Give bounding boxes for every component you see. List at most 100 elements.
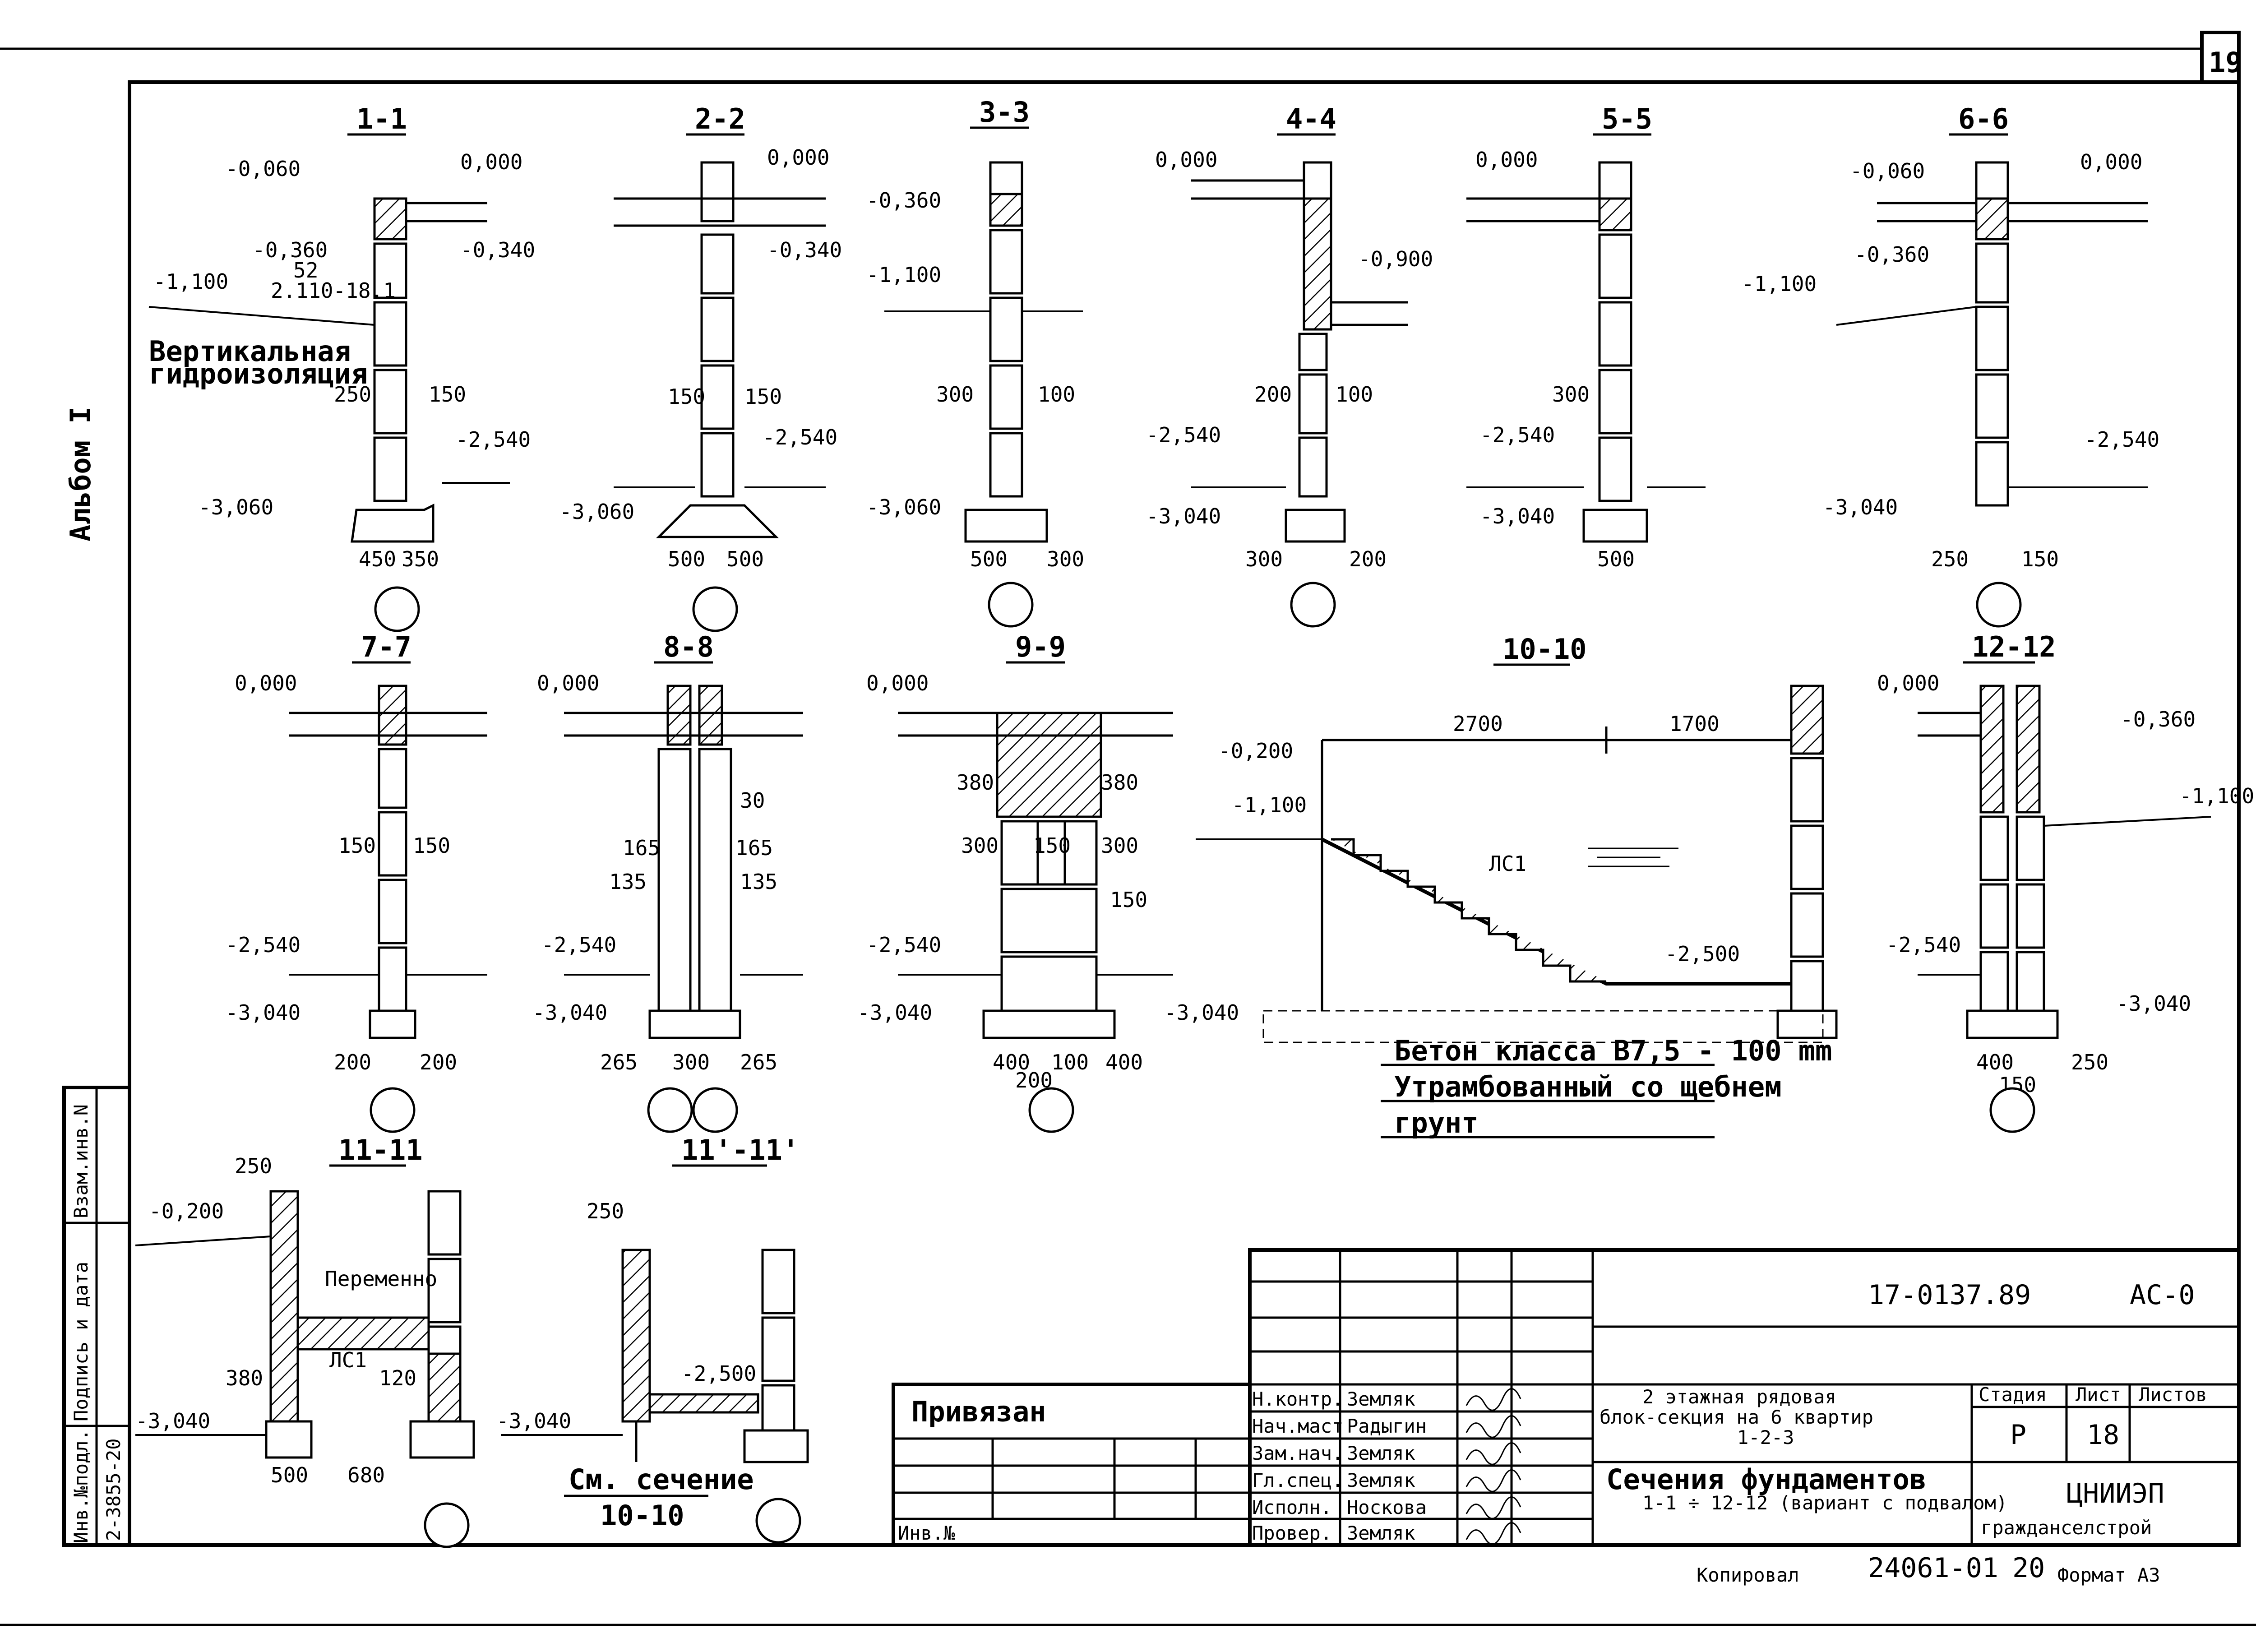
axis-marker bbox=[424, 1502, 470, 1548]
dim-150b: 150 bbox=[744, 384, 782, 409]
level-c: -1,100 bbox=[2179, 784, 2254, 808]
project-title-1: 2 этажная рядовая bbox=[1642, 1386, 1836, 1408]
level-a: 0,000 bbox=[1877, 671, 1939, 695]
level-c: -2,540 bbox=[763, 425, 837, 449]
dim-150b: 150 bbox=[1110, 888, 1147, 912]
sheets-label: Листов bbox=[2139, 1384, 2207, 1406]
dim-120: 120 bbox=[379, 1366, 416, 1390]
dim-265a: 265 bbox=[600, 1050, 638, 1074]
section-title: 9-9 bbox=[1015, 630, 1066, 663]
dim-400b: 400 bbox=[1105, 1050, 1143, 1074]
stamp-inv-label: Инв.№подл. bbox=[70, 1429, 92, 1543]
dim-350: 350 bbox=[402, 547, 439, 571]
level-b: -2,540 bbox=[226, 933, 300, 957]
level-a: -3,040 bbox=[496, 1409, 571, 1433]
level-d: -3,040 bbox=[1146, 504, 1221, 528]
section-6-6: 6-6 -0,060 0,000 -0,360 -1,100 -2,540 -3… bbox=[1742, 102, 2159, 628]
axis-marker-b bbox=[692, 1087, 738, 1133]
level-e: -2,540 bbox=[2085, 427, 2159, 452]
dim-380b: 380 bbox=[1101, 770, 1138, 795]
role-4: Исполн. bbox=[1252, 1496, 1332, 1518]
dim-250: 250 bbox=[235, 1154, 272, 1178]
dim-150b: 150 bbox=[413, 833, 450, 858]
see-section: См. сечение bbox=[569, 1463, 754, 1496]
signature-0 bbox=[1465, 1388, 1521, 1411]
dim-100: 100 bbox=[1051, 1050, 1089, 1074]
note-waterproofing-2: гидроизоляция bbox=[149, 357, 368, 390]
dim-150: 150 bbox=[2021, 547, 2059, 571]
dim-500: 500 bbox=[970, 547, 1008, 571]
dim-150: 150 bbox=[429, 382, 466, 407]
level-b: -0,360 bbox=[2121, 707, 2196, 731]
level-f: -3,040 bbox=[1823, 495, 1898, 519]
level-c: -3,040 bbox=[1480, 504, 1555, 528]
dim-400a: 400 bbox=[993, 1050, 1030, 1074]
dim-380: 380 bbox=[226, 1366, 263, 1390]
section-8-8: 8-8 0,000 30 165 165 135 135 -2,540 -3,0… bbox=[532, 630, 803, 1133]
dim-30: 30 bbox=[740, 788, 765, 813]
level-g: -3,060 bbox=[199, 495, 273, 519]
dim-150a: 150 bbox=[338, 833, 376, 858]
level-a: -0,060 bbox=[226, 157, 300, 181]
level-b: -2,540 bbox=[541, 933, 616, 957]
section-title: 8-8 bbox=[663, 630, 714, 663]
level-d: -3,060 bbox=[559, 500, 634, 524]
axis-marker bbox=[1290, 582, 1336, 628]
bound-label: Привязан bbox=[911, 1395, 1046, 1428]
level-c: -3,060 bbox=[866, 495, 941, 519]
section-12-12: 12-12 0,000 -0,360 -1,100 -2,540 -3,040 … bbox=[1877, 630, 2254, 1133]
dim-450: 450 bbox=[359, 547, 396, 571]
dim-150a: 150 bbox=[668, 384, 705, 409]
dim-1700: 1700 bbox=[1669, 712, 1720, 736]
section-5-5: 5-5 0,000 300 -2,540 -3,040 500 bbox=[1466, 102, 1706, 571]
section-title: 6-6 bbox=[1958, 102, 2009, 135]
section-title: 11-11 bbox=[338, 1134, 423, 1166]
axis-marker-a bbox=[647, 1087, 693, 1133]
mark-52: 52 bbox=[293, 258, 318, 282]
axis-marker bbox=[1989, 1087, 2035, 1133]
section-title: 2-2 bbox=[695, 102, 745, 135]
page-number: 19 bbox=[2209, 46, 2242, 79]
level-d: -3,040 bbox=[1164, 1000, 1239, 1025]
org-name-1: ЦНИИЭП bbox=[2066, 1478, 2164, 1509]
level-a: 0,000 bbox=[1155, 148, 1217, 172]
name-3: Земляк bbox=[1347, 1469, 1415, 1491]
album-label: Альбом I bbox=[64, 407, 97, 541]
axis-marker bbox=[1028, 1087, 1074, 1133]
dim-300: 300 bbox=[936, 382, 974, 407]
name-2: Земляк bbox=[1347, 1442, 1415, 1464]
stage-value: Р bbox=[2010, 1419, 2026, 1451]
section-1-1: 1-1 -0,060 0,000 -0,360 -0,340 52 2.110-… bbox=[148, 102, 535, 632]
note-waterproofing-1: Вертикальная bbox=[149, 335, 351, 368]
level-f: -2,540 bbox=[456, 427, 531, 452]
dim-100: 100 bbox=[1038, 382, 1075, 407]
level-e: -3,040 bbox=[2116, 991, 2191, 1016]
name-0: Земляк bbox=[1347, 1388, 1415, 1410]
dim-500: 500 bbox=[1597, 547, 1635, 571]
axis-marker bbox=[370, 1087, 416, 1133]
role-2: Зам.нач. bbox=[1252, 1442, 1343, 1464]
order-number: 24061-01 bbox=[1868, 1552, 1998, 1584]
dim-200a: 200 bbox=[334, 1050, 371, 1074]
level-b: 0,000 bbox=[460, 150, 522, 174]
level-d: -2,540 bbox=[1886, 933, 1961, 957]
axis-marker bbox=[988, 582, 1034, 628]
axis-marker bbox=[755, 1498, 801, 1544]
dim-250: 250 bbox=[1931, 547, 1969, 571]
dim-300b: 300 bbox=[1047, 547, 1084, 571]
section-title: 1-1 bbox=[356, 102, 407, 135]
sheet-title-2: 1-1 ÷ 12-12 (вариант с подвалом) bbox=[1642, 1492, 2007, 1514]
level-a: -0,360 bbox=[866, 188, 941, 213]
section-2-2: 2-2 0,000 -0,340 150 150 -2,540 -3,060 5… bbox=[559, 102, 842, 632]
format-label: Формат А3 bbox=[2057, 1564, 2160, 1586]
page-number-box bbox=[2200, 31, 2241, 84]
section-title: 3-3 bbox=[979, 96, 1030, 129]
section-11p-11p: 11'-11' 250 -2,500 -3,040 См. сечение 10… bbox=[496, 1134, 809, 1544]
axis-marker bbox=[692, 586, 738, 632]
signature-4 bbox=[1465, 1496, 1521, 1519]
section-title: 7-7 bbox=[361, 630, 411, 663]
dim-250: 250 bbox=[334, 382, 371, 407]
doc-mark: АС-0 bbox=[2130, 1279, 2195, 1311]
level-d: -1,100 bbox=[1742, 272, 1817, 296]
level-b: 0,000 bbox=[2080, 150, 2142, 174]
